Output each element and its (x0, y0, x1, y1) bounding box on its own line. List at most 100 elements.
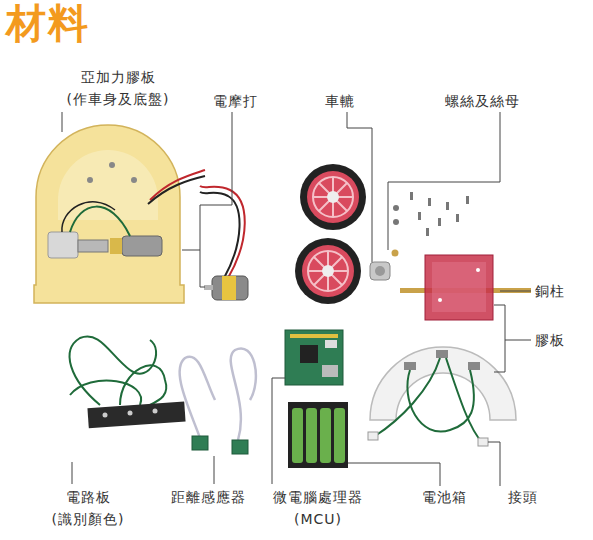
wheel (322, 265, 334, 277)
part-label: 微電腦處理器 (MCU) (260, 486, 376, 530)
red-plastic-board (476, 268, 480, 272)
red-plastic-board (438, 298, 442, 302)
part-label: 電路板 (識別顏色) (32, 486, 144, 530)
ball-caster (370, 262, 390, 280)
distance-sensor (231, 348, 256, 440)
part-label: 螺絲及絲母 (427, 90, 537, 112)
motor-part (212, 276, 248, 300)
wheel (308, 251, 348, 291)
part-label: 車轆 (310, 90, 370, 112)
leader-line (494, 305, 531, 372)
acrylic-chassis (122, 236, 162, 256)
wheel (308, 251, 348, 291)
wheel (295, 238, 361, 304)
wheel (300, 164, 366, 230)
screws-nuts (426, 228, 429, 236)
acrylic-chassis (110, 238, 122, 254)
colour-sensor-board (153, 409, 158, 414)
distance-sensor (192, 436, 208, 450)
wheel (300, 164, 366, 230)
battery-box (306, 408, 317, 463)
part-label: 亞加力膠板 (作車身及底盤) (52, 66, 184, 110)
red-plastic-board (432, 262, 486, 312)
white-plastic-board (370, 347, 516, 420)
acrylic-chassis (78, 240, 108, 252)
battery-box (320, 408, 331, 463)
white-plastic-board (468, 362, 480, 370)
wheel (302, 245, 354, 297)
acrylic-chassis (34, 125, 205, 303)
leader-line (488, 442, 500, 486)
screws-nuts (466, 196, 469, 204)
part-label: 距離感應器 (153, 486, 263, 508)
motor-part (222, 276, 236, 300)
connector (368, 432, 488, 446)
white-plastic-board (375, 358, 440, 436)
mcu-board (325, 340, 337, 348)
motor-part (200, 186, 248, 300)
part-label: 電池箱 (404, 486, 484, 508)
wheel (307, 171, 359, 223)
leader-line (62, 112, 63, 132)
screws-nuts (446, 202, 449, 210)
leader-line (348, 463, 440, 486)
leader-line (272, 378, 285, 484)
screws-nuts (456, 214, 459, 222)
leader-line (347, 112, 372, 262)
mcu-board (285, 330, 343, 385)
mcu-board (290, 334, 338, 338)
page-title: 材料 (6, 0, 90, 46)
colour-sensor-board (128, 411, 133, 416)
battery-box (334, 408, 345, 463)
colour-sensor-board (70, 336, 186, 428)
motor-part (204, 285, 213, 290)
colour-sensor-board (103, 413, 108, 418)
screws-nuts (428, 198, 431, 206)
colour-sensor-board (70, 336, 156, 405)
wheel (313, 177, 353, 217)
screws-nuts (393, 219, 399, 225)
red-plastic-board (400, 255, 531, 320)
battery-box (292, 408, 303, 463)
motor-part (200, 186, 245, 278)
leader-line (214, 456, 215, 484)
wheel (295, 238, 361, 304)
leader-line (182, 112, 232, 287)
acrylic-chassis (109, 162, 115, 168)
acrylic-chassis (34, 125, 184, 303)
battery-box (288, 402, 348, 468)
ball-caster (375, 266, 385, 276)
leader-line (388, 112, 500, 250)
wheel (327, 191, 339, 203)
screws-nuts (393, 205, 399, 211)
battery-box (288, 402, 348, 468)
acrylic-chassis (87, 177, 93, 183)
mcu-board (322, 365, 338, 377)
leader-line (62, 112, 531, 486)
mcu-board (300, 345, 318, 363)
wheel (313, 177, 353, 217)
colour-sensor-board (87, 402, 185, 429)
screws-nuts (438, 218, 441, 226)
colour-sensor-board (120, 365, 166, 405)
acrylic-chassis (48, 232, 78, 258)
part-label: 銅柱 (535, 280, 591, 302)
part-label: 膠板 (535, 329, 591, 351)
screws-nuts (392, 192, 470, 257)
white-plastic-board (407, 370, 474, 432)
connector (368, 432, 378, 440)
acrylic-chassis (62, 202, 115, 232)
acrylic-chassis (70, 207, 130, 236)
white-plastic-board (446, 358, 482, 442)
screws-nuts (392, 250, 399, 257)
distance-sensor (180, 357, 215, 438)
connector (478, 438, 488, 446)
distance-sensor (180, 348, 256, 454)
acrylic-chassis (131, 177, 137, 183)
part-label: 電摩打 (195, 90, 275, 112)
leader-line (72, 462, 73, 484)
distance-sensor (232, 440, 248, 454)
leader-line (500, 291, 531, 292)
red-plastic-board (425, 255, 493, 320)
